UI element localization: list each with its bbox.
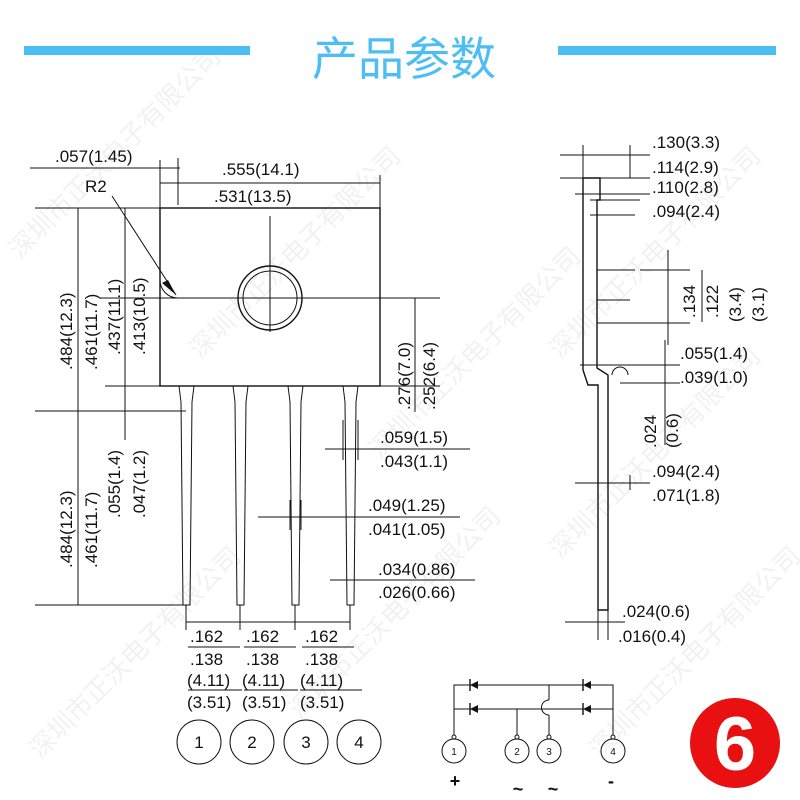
svg-text:.049(1.25): .049(1.25)	[368, 496, 446, 515]
svg-text:.276(7.0): .276(7.0)	[395, 342, 414, 410]
svg-text:(3.51): (3.51)	[300, 693, 344, 712]
pitch-2: .162 .138 (4.11) (3.51)	[242, 627, 298, 712]
pitch-3: .162 .138 (4.11) (3.51)	[300, 627, 362, 712]
svg-text:.162: .162	[190, 627, 223, 646]
svg-text:.162: .162	[246, 627, 279, 646]
lead-2	[232, 385, 249, 606]
page-title: 产品参数	[312, 32, 496, 86]
svg-text:.034(0.86): .034(0.86)	[378, 560, 456, 579]
svg-text:.122: .122	[703, 285, 722, 318]
svg-text:.531(13.5): .531(13.5)	[214, 187, 292, 206]
pin-labels: 1 2 3 4	[176, 719, 382, 765]
svg-text:+: +	[450, 771, 461, 791]
leads	[178, 385, 359, 606]
svg-text:3: 3	[546, 747, 552, 758]
svg-text:(3.51): (3.51)	[187, 693, 231, 712]
header-line-left	[24, 46, 250, 55]
svg-text:.071(1.8): .071(1.8)	[652, 486, 720, 505]
svg-text:(4.11): (4.11)	[187, 671, 230, 690]
svg-text:4: 4	[354, 733, 363, 752]
svg-text:2: 2	[247, 733, 256, 752]
lead-1	[178, 385, 195, 606]
package-body	[159, 207, 381, 387]
bridge-schematic: 1 2 3 4 + ~ ~ -	[441, 679, 626, 799]
svg-text:(3.4): (3.4)	[726, 287, 745, 322]
svg-text:.055(1.4): .055(1.4)	[105, 450, 124, 518]
svg-text:.461(11.7): .461(11.7)	[82, 294, 101, 370]
svg-text:.437(11.1): .437(11.1)	[105, 279, 124, 355]
svg-text:(3.51): (3.51)	[242, 693, 286, 712]
svg-text:.041(1.05): .041(1.05)	[368, 520, 446, 539]
svg-text:(3.1): (3.1)	[749, 287, 768, 322]
svg-text:~: ~	[513, 779, 524, 799]
svg-text:.057(1.45): .057(1.45)	[55, 147, 133, 166]
svg-text:2: 2	[514, 747, 520, 758]
svg-text:.130(3.3): .130(3.3)	[652, 133, 720, 152]
svg-text:(4.11): (4.11)	[242, 671, 285, 690]
svg-text:.024: .024	[641, 415, 660, 448]
svg-text:.026(0.66): .026(0.66)	[378, 583, 456, 602]
svg-text:.059(1.5): .059(1.5)	[380, 428, 448, 447]
svg-text:-: -	[608, 771, 614, 791]
svg-text:.016(0.4): .016(0.4)	[618, 627, 686, 646]
side-profile	[582, 177, 609, 611]
svg-text:.555(14.1): .555(14.1)	[222, 160, 300, 179]
svg-text:.094(2.4): .094(2.4)	[652, 462, 720, 481]
svg-text:.461(11.7): .461(11.7)	[82, 492, 101, 568]
svg-text:.043(1.1): .043(1.1)	[380, 452, 448, 471]
svg-text:(0.6): (0.6)	[663, 413, 682, 448]
svg-text:.110(2.8): .110(2.8)	[652, 178, 719, 197]
svg-text:.484(12.3): .484(12.3)	[57, 293, 76, 371]
svg-text:.252(6.4): .252(6.4)	[420, 342, 439, 410]
svg-text:.024(0.6): .024(0.6)	[622, 602, 690, 621]
side-view: .130(3.3) .114(2.9) .110(2.8) .094(2.4) …	[560, 133, 768, 646]
svg-text:.134: .134	[680, 285, 699, 318]
svg-text:3: 3	[301, 733, 310, 752]
svg-text:(4.11): (4.11)	[300, 671, 343, 690]
svg-text:.413(10.5): .413(10.5)	[130, 278, 149, 356]
svg-text:.114(2.9): .114(2.9)	[652, 158, 719, 177]
svg-text:R2: R2	[85, 177, 107, 196]
svg-text:.094(2.4): .094(2.4)	[652, 202, 720, 221]
svg-text:.047(1.2): .047(1.2)	[130, 450, 149, 518]
svg-text:.138: .138	[190, 650, 223, 669]
svg-text:1: 1	[451, 747, 457, 758]
step-badge: 6	[690, 698, 780, 788]
header-line-right	[558, 46, 776, 55]
svg-text:.162: .162	[305, 627, 338, 646]
lead-4	[342, 385, 359, 606]
svg-text:6: 6	[714, 702, 756, 787]
svg-text:.138: .138	[246, 650, 279, 669]
svg-text:~: ~	[548, 779, 559, 799]
svg-text:.039(1.0): .039(1.0)	[680, 368, 748, 387]
svg-text:.138: .138	[305, 650, 338, 669]
pitch-1: .162 .138 (4.11) (3.51)	[187, 627, 242, 712]
svg-text:.484(12.3): .484(12.3)	[57, 491, 76, 569]
lead-3	[287, 385, 304, 606]
svg-text:.055(1.4): .055(1.4)	[680, 344, 748, 363]
svg-text:4: 4	[610, 747, 616, 758]
svg-text:1: 1	[194, 733, 203, 752]
front-view: .057(1.45) .555(14.1) .531(13.5) R2 .484…	[30, 147, 475, 765]
